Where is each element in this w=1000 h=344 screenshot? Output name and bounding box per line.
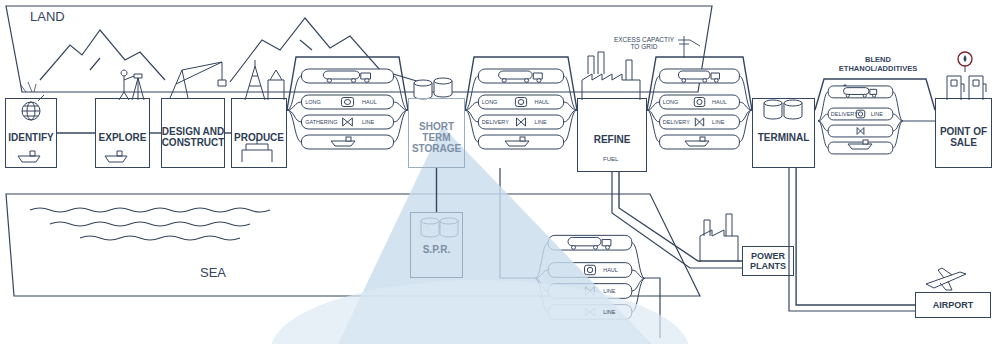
- connector: [465, 57, 577, 110]
- note-label: FUEL: [603, 156, 618, 163]
- lane-label: LINE: [534, 119, 546, 126]
- process-box: TERMINAL: [752, 98, 815, 168]
- lane-label: LONG: [663, 99, 679, 106]
- connector: [815, 79, 935, 110]
- box-label: POINT OF SALE: [939, 126, 988, 148]
- lane-label: LINE: [871, 111, 883, 118]
- connector: [287, 57, 408, 110]
- connector: [647, 57, 752, 110]
- note-label: EXCESS CAPACTIY TO GRID: [610, 36, 678, 51]
- process-box: POWER PLANTS: [742, 246, 794, 276]
- process-box: AIRPORT: [915, 292, 991, 318]
- overlay-shape: [270, 126, 690, 344]
- box-label: DESIGN AND CONSTRUCT: [162, 126, 225, 148]
- connector: [150, 132, 161, 133]
- connector: [57, 132, 95, 133]
- lane-label: LINE: [603, 288, 615, 295]
- lane-label: HAUL: [603, 267, 618, 274]
- lane-label: HAUL: [362, 99, 377, 106]
- box-label: EXPLORE: [99, 132, 147, 143]
- note-label: BLEND ETHANOL/ADDITIVES: [836, 56, 920, 73]
- box-label: TERMINAL: [758, 132, 810, 143]
- box-label: REFINE: [594, 134, 631, 145]
- box-label: S.P.R.: [423, 244, 451, 255]
- region-label: SEA: [200, 266, 226, 281]
- lane-label: LINE: [603, 309, 615, 316]
- lane-label: LINE: [712, 119, 724, 126]
- box-label: SHORT TERM STORAGE: [412, 121, 461, 154]
- connector: [796, 168, 915, 305]
- process-box: POINT OF SALE: [935, 98, 992, 168]
- lane-label: DELIVERY: [482, 119, 509, 126]
- connector: [619, 172, 742, 261]
- lane-label: GATHERING: [305, 119, 337, 126]
- box-label: POWER PLANTS: [746, 251, 790, 271]
- lane-label: HAUL: [534, 99, 549, 106]
- box-label: PRODUCE: [234, 132, 284, 143]
- process-box: S.P.R.: [410, 212, 463, 278]
- lane-label: LINE: [362, 119, 374, 126]
- box-label: AIRPORT: [933, 300, 974, 310]
- box-label: IDENTIFY: [8, 132, 54, 143]
- process-box: DESIGN AND CONSTRUCT: [161, 98, 225, 168]
- process-box: PRODUCE: [231, 98, 287, 168]
- lane-label: HAUL: [712, 99, 727, 106]
- process-box: IDENTIFY: [5, 98, 57, 168]
- lane-label: DELIVERY: [663, 119, 690, 126]
- lane-label: DELIVERY: [831, 111, 858, 118]
- process-box: EXPLORE: [95, 98, 150, 168]
- region-label: LAND: [30, 10, 65, 25]
- connector: [436, 168, 437, 212]
- lane-label: LONG: [482, 99, 498, 106]
- process-box: SHORT TERM STORAGE: [408, 98, 465, 168]
- lane-label: LONG: [305, 99, 321, 106]
